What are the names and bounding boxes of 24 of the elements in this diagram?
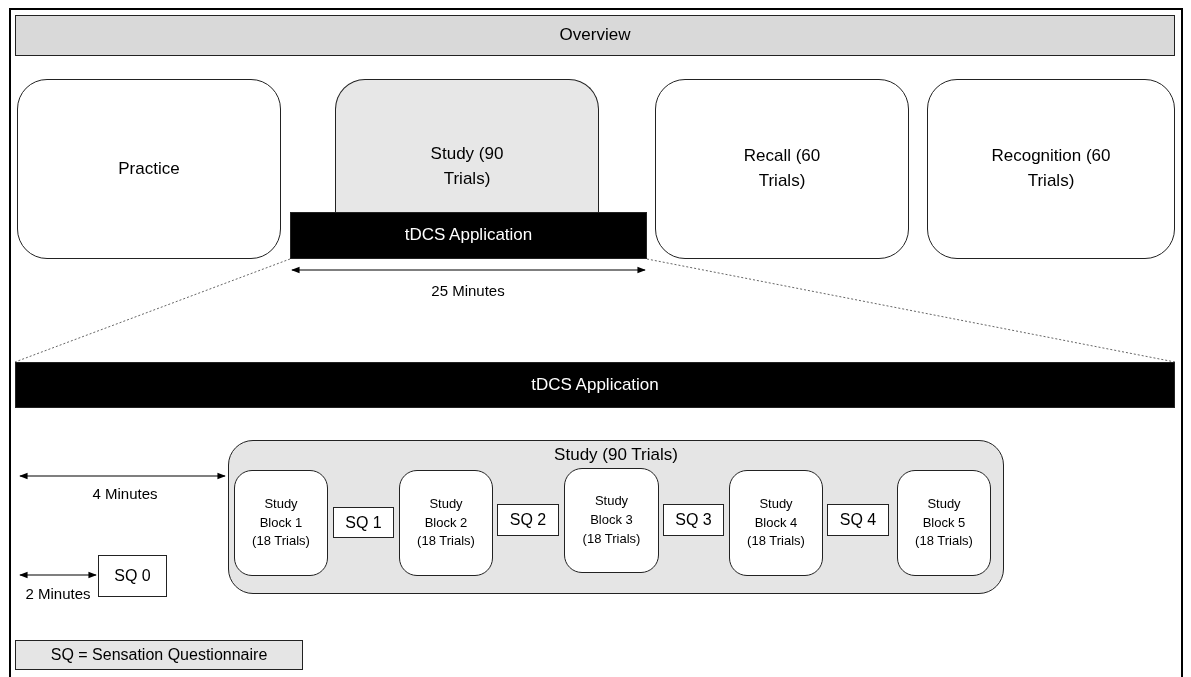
block-box: Study Block 4 (18 Trials) xyxy=(729,470,823,576)
block-box: Study Block 5 (18 Trials) xyxy=(897,470,991,576)
block-box: Study Block 1 (18 Trials) xyxy=(234,470,328,576)
duration-label: 2 Minutes xyxy=(25,585,91,602)
duration-label: 4 Minutes xyxy=(92,485,158,502)
block-box: Study Block 3 (18 Trials) xyxy=(564,468,659,573)
stimulation-bar: tDCS Application xyxy=(290,212,647,259)
abbreviation-key: SQ = Sensation Questionnaire xyxy=(15,640,303,670)
questionnaire-box: SQ 4 xyxy=(827,504,889,536)
group-title: Study (90 Trials) xyxy=(553,445,679,465)
phase-box: Recognition (60 Trials) xyxy=(927,79,1175,259)
phase-box: Recall (60 Trials) xyxy=(655,79,909,259)
study-group-panel xyxy=(228,440,1004,594)
stimulation-bar: tDCS Application xyxy=(15,362,1175,408)
duration-label: 25 Minutes xyxy=(431,282,505,299)
zoom-guide-line xyxy=(646,258,1176,363)
block-box: Study Block 2 (18 Trials) xyxy=(399,470,493,576)
overview-band: Overview xyxy=(15,15,1175,56)
questionnaire-box: SQ 2 xyxy=(497,504,559,536)
questionnaire-box: SQ 0 xyxy=(98,555,167,597)
phase-box: Practice xyxy=(17,79,281,259)
questionnaire-box: SQ 3 xyxy=(663,504,724,536)
phase-box: Study (90 Trials) xyxy=(335,79,599,212)
questionnaire-box: SQ 1 xyxy=(333,507,394,538)
